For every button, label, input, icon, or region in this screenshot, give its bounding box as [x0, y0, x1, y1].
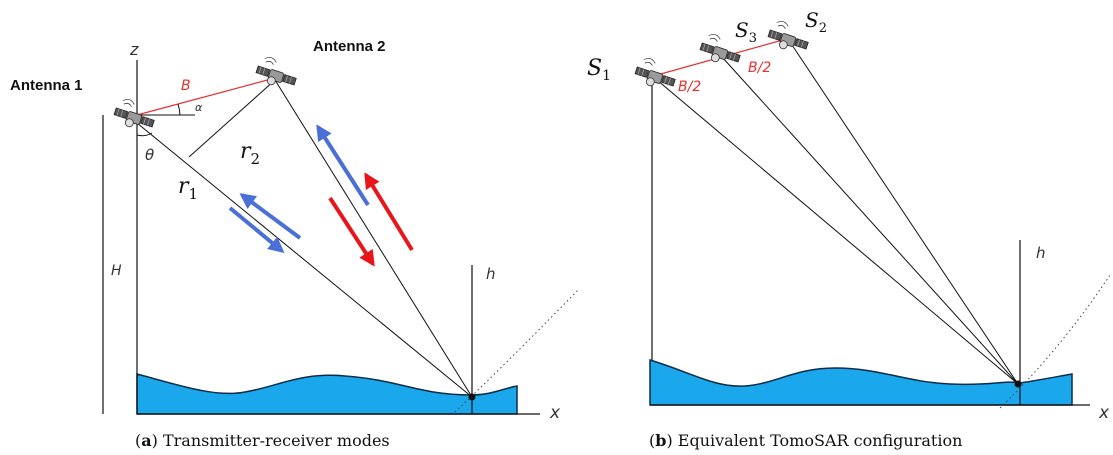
satellite-icon: [253, 54, 301, 93]
red-arrow-up: [364, 172, 414, 252]
theta-arc: [136, 132, 153, 137]
blue-arrow-down-right: [228, 206, 285, 254]
satellite-icon: [632, 55, 680, 94]
caption-b-tag: b: [655, 431, 666, 450]
red-arrow-down: [328, 196, 375, 267]
alpha-label: α: [195, 101, 203, 114]
caption-a-tag: a: [141, 431, 151, 450]
r1-base: r: [178, 174, 190, 199]
target-point-a: [468, 393, 476, 401]
antenna2-label: Antenna 2: [313, 38, 386, 55]
terrain-b: [649, 358, 1073, 406]
x-axis-label-b: x: [1098, 403, 1110, 423]
h-axis-label-a: h: [486, 265, 496, 283]
caption-b: (b) Equivalent TomoSAR configuration: [649, 431, 962, 450]
alpha-arc: [177, 103, 181, 116]
H-label: H: [111, 263, 122, 279]
baseline-label: B: [181, 78, 191, 94]
blue-arrow-up-a: [316, 124, 370, 207]
half-baseline-label-1: B/2: [678, 79, 701, 95]
blue-arrow-up-left: [239, 193, 302, 240]
caption-b-text: Equivalent TomoSAR configuration: [678, 431, 963, 450]
slant-line-s3: [721, 56, 1019, 385]
antenna1-label: Antenna 1: [10, 77, 83, 94]
caption-a: (a) Transmitter-receiver modes: [135, 431, 390, 450]
theta-label: θ: [145, 146, 154, 164]
s2-base: S: [805, 8, 819, 32]
caption-a-text: Transmitter-receiver modes: [163, 431, 390, 450]
panel-a: Antenna 1 Antenna 2 z B α θ H r1 r2 h x …: [10, 38, 579, 450]
slant-line-s1: [656, 79, 1019, 385]
slant-line-s2: [789, 41, 1019, 385]
s1-sub: 1: [602, 68, 611, 84]
s1-label: S1: [587, 56, 611, 84]
terrain-a: [136, 373, 518, 415]
r1-label: r1: [178, 174, 198, 203]
s3-base: S: [735, 18, 749, 42]
s1-base: S: [587, 56, 602, 81]
h-axis-label-b: h: [1036, 244, 1046, 262]
r2-label: r2: [240, 139, 260, 168]
perpendicular-a: [188, 79, 276, 158]
s3-sub: 3: [749, 31, 757, 46]
x-axis-label-a: x: [549, 403, 561, 423]
s3-label: S3: [735, 18, 757, 46]
half-baseline-label-2: B/2: [748, 60, 771, 76]
r1-sub: 1: [189, 185, 199, 203]
baseline-a: [136, 77, 276, 116]
target-point-b: [1014, 380, 1022, 388]
slant-range-r2: [274, 79, 473, 398]
r2-base: r: [240, 139, 252, 164]
z-axis-label: z: [129, 40, 139, 59]
panel-b: S1 S3 S2 B/2 B/2 h x (b) Equivalent Tomo…: [587, 8, 1111, 450]
s2-sub: 2: [819, 21, 827, 36]
s2-label: S2: [805, 8, 827, 36]
r2-sub: 2: [251, 150, 261, 168]
slant-range-r1: [136, 122, 473, 398]
dotted-curve-a: [454, 289, 579, 413]
